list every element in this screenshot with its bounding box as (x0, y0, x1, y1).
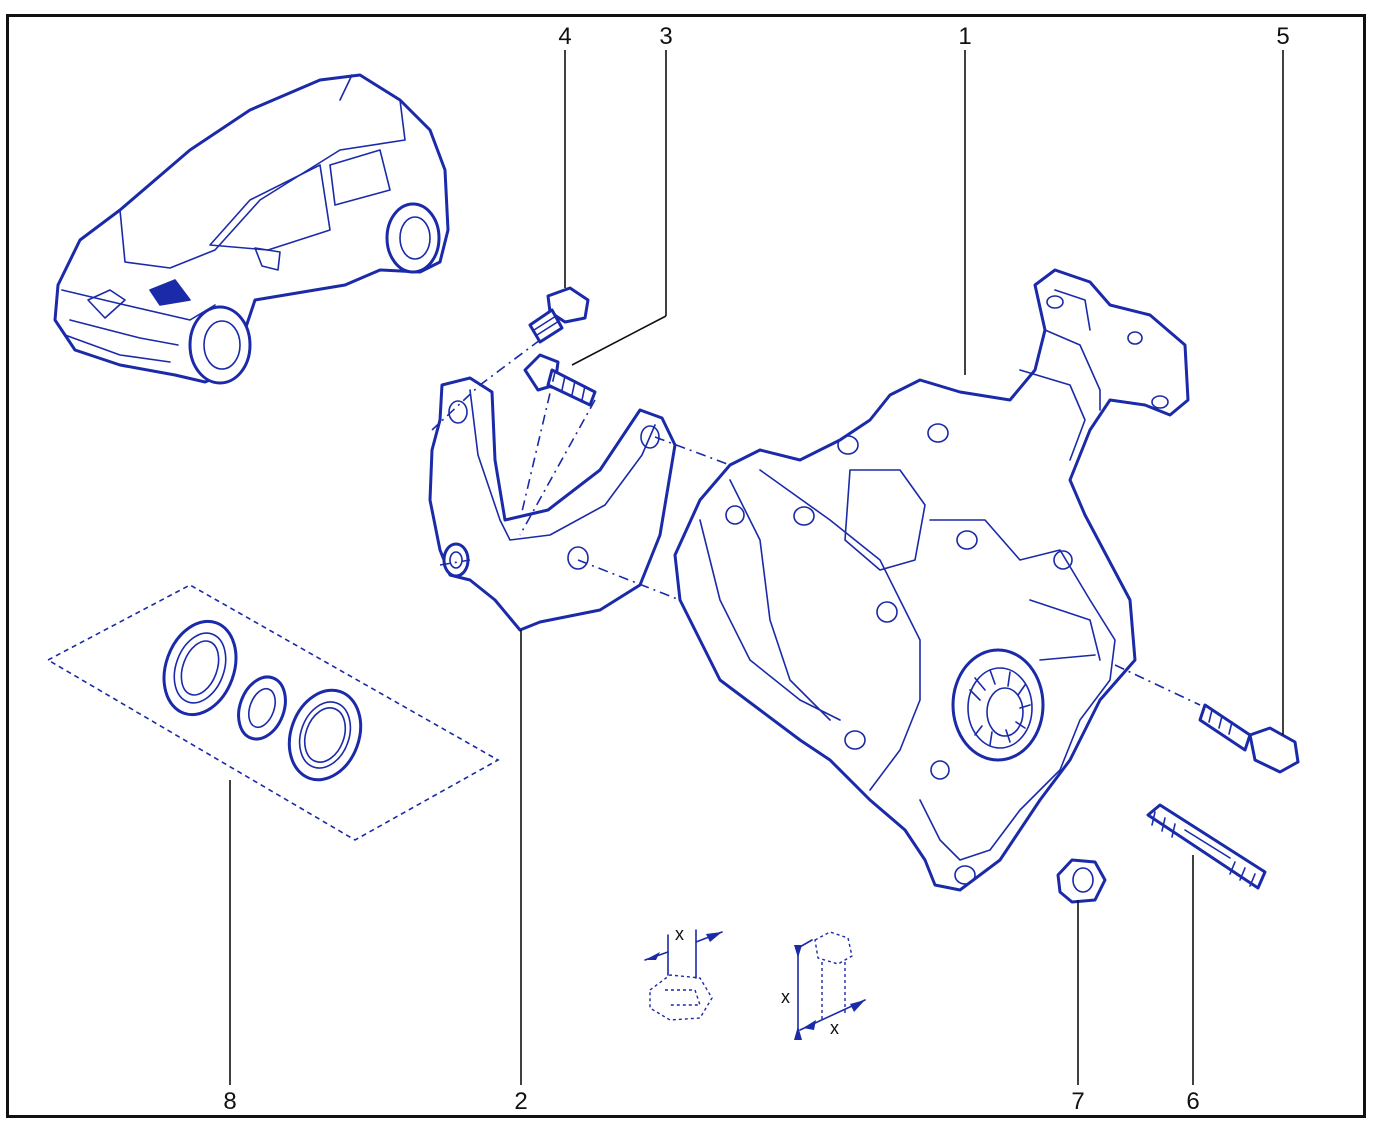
callout-4: 4 (558, 23, 572, 50)
transfer-case (673, 268, 1190, 892)
vehicle-illustration (53, 73, 450, 385)
callout-6: 6 (1186, 1088, 1200, 1115)
assembly-lines (431, 339, 1201, 706)
mounting-bracket (428, 376, 677, 632)
bolt-3 (523, 353, 597, 407)
seal-kit-group (46, 584, 500, 841)
callout-2: 2 (514, 1088, 528, 1115)
callout-5: 5 (1276, 23, 1290, 50)
callout-3: 3 (659, 23, 673, 50)
bolt-4 (528, 286, 590, 344)
dimension-detail-nut: x (644, 924, 723, 1021)
dimension-detail-bolt: x x (781, 931, 866, 1040)
callout-7: 7 (1071, 1088, 1085, 1115)
stud-6 (1146, 803, 1267, 890)
dimension-label-bolt-diameter: x (830, 1018, 839, 1038)
dimension-label-bolt-length: x (781, 987, 790, 1007)
callout-1: 1 (958, 23, 972, 50)
nut-7 (1056, 858, 1107, 904)
bolt-5 (1198, 703, 1300, 774)
callout-8: 8 (223, 1088, 237, 1115)
leader-lines (229, 50, 1284, 1085)
dimension-label-nut: x (675, 924, 684, 944)
leader-3-angled (571, 315, 667, 366)
